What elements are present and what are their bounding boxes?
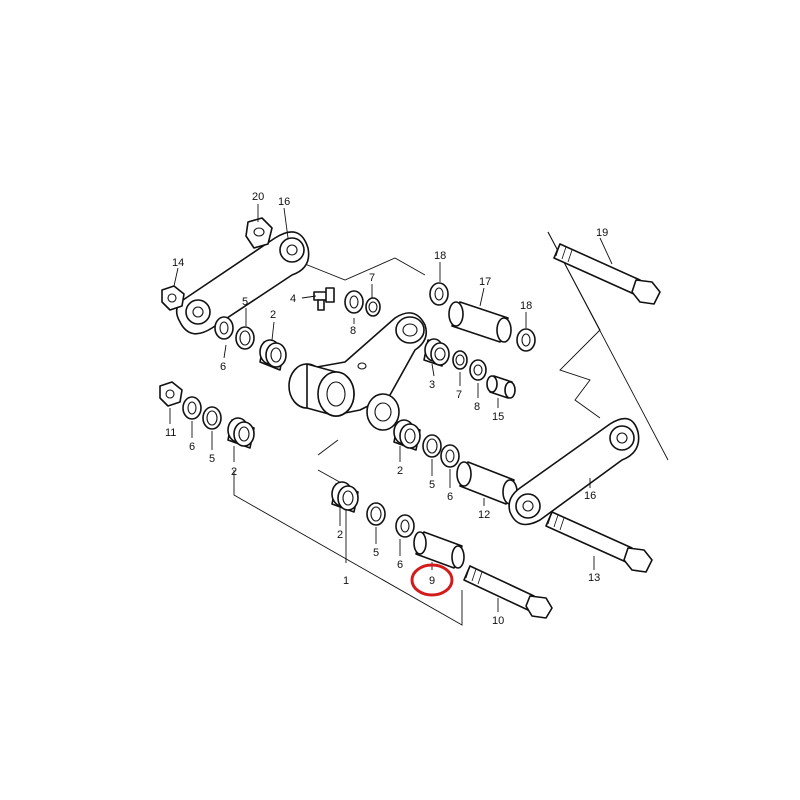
label-9: 9	[429, 575, 435, 587]
label-16-upper: 16	[278, 196, 290, 208]
label-4: 4	[290, 293, 296, 305]
label-2-d: 2	[337, 529, 343, 541]
seal-5b	[202, 406, 222, 430]
label-5-a: 5	[242, 296, 248, 308]
label-17: 17	[479, 276, 491, 288]
label-18-a: 18	[434, 250, 446, 262]
bearing-3	[423, 338, 450, 367]
bolt-13	[545, 511, 653, 573]
seal-5c	[422, 434, 442, 458]
label-8-b: 8	[474, 401, 480, 413]
label-6-a: 6	[220, 361, 226, 373]
label-12: 12	[478, 509, 490, 521]
label-13: 13	[588, 572, 600, 584]
washer-6a	[214, 316, 234, 340]
label-2-a: 2	[270, 309, 276, 321]
washer-8a	[344, 290, 364, 314]
label-18-b: 18	[520, 300, 532, 312]
bracket-lines	[233, 231, 669, 626]
collar-9	[413, 531, 465, 569]
oring-7b	[452, 350, 468, 370]
link-16-lower	[508, 417, 640, 526]
collar-12	[456, 461, 518, 505]
label-7-b: 7	[456, 389, 462, 401]
label-5-b: 5	[209, 453, 215, 465]
bearing-2a	[259, 339, 287, 371]
label-2-b: 2	[231, 466, 237, 478]
label-7-a: 7	[369, 272, 375, 284]
part-labels: 20 16 14 6 5 2 4 8 7 18 17 18 3 7 8 15 1…	[165, 191, 608, 627]
bolt-10	[463, 565, 553, 619]
label-6-b: 6	[189, 441, 195, 453]
link-16-upper	[175, 231, 310, 335]
washer-18a	[429, 282, 449, 306]
washer-6c	[440, 444, 460, 468]
spacer-15	[486, 375, 516, 399]
cushion-lever	[288, 312, 428, 431]
seal-5a	[235, 326, 255, 350]
bearing-2c	[393, 419, 421, 451]
highlight-circle	[410, 563, 454, 597]
label-16-lower: 16	[584, 490, 596, 502]
collar-17	[448, 301, 512, 343]
label-14: 14	[172, 257, 184, 269]
grease-nipple-4	[313, 287, 335, 311]
label-6-c: 6	[447, 491, 453, 503]
label-8-a: 8	[350, 325, 356, 337]
nut-20	[245, 217, 273, 249]
label-5-c: 5	[429, 479, 435, 491]
label-11: 11	[165, 427, 176, 439]
label-15: 15	[492, 411, 504, 423]
bearing-2b	[227, 417, 255, 449]
bearing-2d	[331, 481, 359, 513]
label-2-c: 2	[397, 465, 403, 477]
oring-7a	[365, 297, 381, 317]
leader-lines	[169, 204, 613, 612]
seal-5d	[366, 502, 386, 526]
label-10: 10	[492, 615, 504, 627]
washer-18b	[516, 328, 536, 352]
label-19: 19	[596, 227, 608, 239]
label-5-d: 5	[373, 547, 379, 559]
label-6-d: 6	[397, 559, 403, 571]
washer-6d	[395, 514, 415, 538]
label-20: 20	[252, 191, 264, 203]
label-3: 3	[429, 379, 435, 391]
nut-14	[161, 285, 185, 311]
label-1: 1	[343, 575, 349, 587]
nut-11	[159, 381, 183, 407]
washer-8b	[469, 359, 487, 381]
washer-6b	[182, 396, 202, 420]
bolt-19	[553, 243, 661, 305]
